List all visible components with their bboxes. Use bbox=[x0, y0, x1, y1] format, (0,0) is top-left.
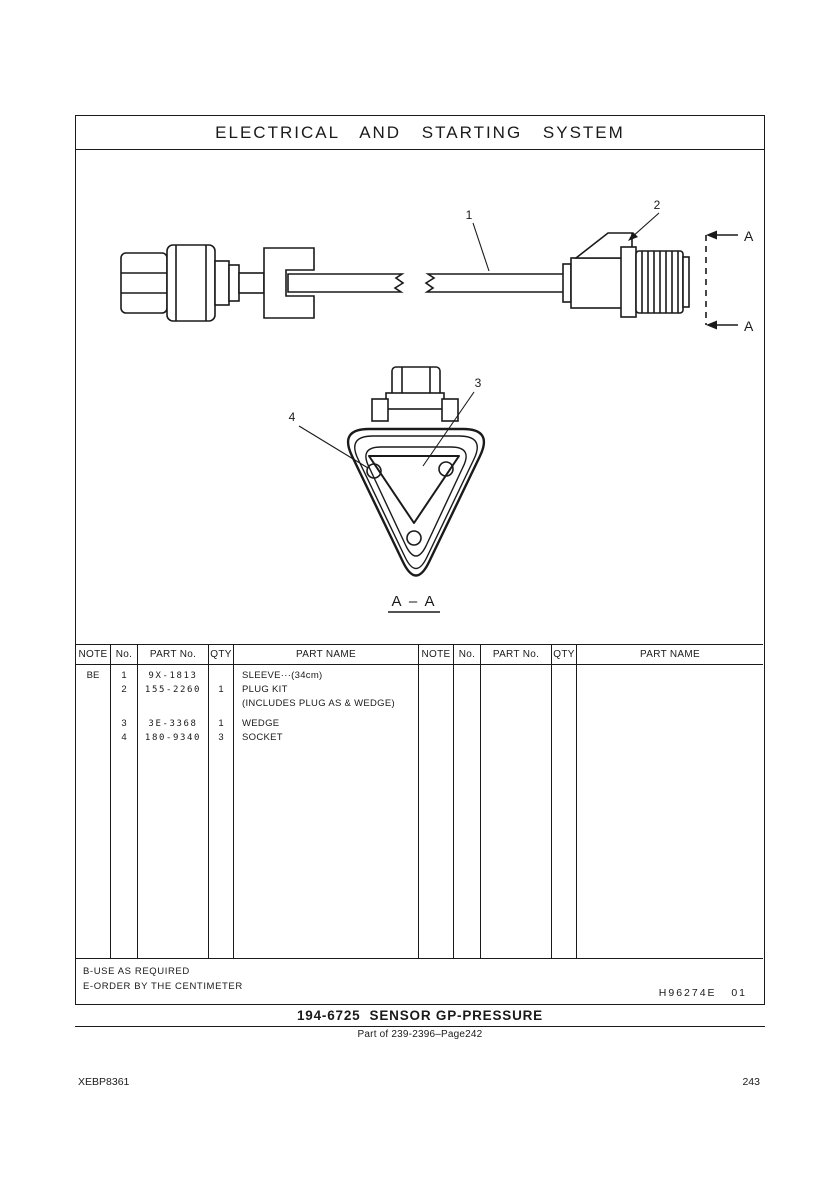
section-cut-marks: A A bbox=[705, 228, 754, 334]
header-part-right: PART No. bbox=[481, 645, 552, 664]
col-note-right bbox=[419, 665, 454, 958]
part-qty: 1 bbox=[218, 684, 224, 695]
part-number: 9X-1813 bbox=[148, 671, 198, 681]
header-no-right: No. bbox=[454, 645, 481, 664]
content-frame: ELECTRICAL AND STARTING SYSTEM bbox=[75, 115, 765, 1005]
part-group-subtitle: Part of 239-2396–Page242 bbox=[357, 1029, 483, 1040]
part-number: 180-9340 bbox=[144, 733, 202, 743]
table-body: BE 1 2 3 4 9X-1813 155-2260 bbox=[76, 665, 763, 959]
part-number bbox=[138, 697, 208, 711]
header-name-right: PART NAME bbox=[640, 649, 700, 660]
item-no: 1 bbox=[121, 670, 127, 681]
col-name-left: SLEEVE···(34cm) PLUG KIT (INCLUDES PLUG … bbox=[234, 665, 419, 958]
part-group-title: 194-6725 SENSOR GP-PRESSURE bbox=[297, 1008, 543, 1023]
item-no bbox=[111, 697, 137, 711]
section-view-label: A – A bbox=[388, 593, 440, 613]
col-qty-right bbox=[552, 665, 577, 958]
cable-assembly bbox=[120, 232, 690, 322]
part-qty bbox=[209, 669, 233, 683]
footnote-e: E-ORDER BY THE CENTIMETER bbox=[83, 981, 243, 992]
callouts-face: 3 4 bbox=[289, 376, 482, 469]
col-no-right bbox=[454, 665, 481, 958]
col-no-left: 1 2 3 4 bbox=[111, 665, 138, 958]
part-name: WEDGE bbox=[242, 718, 280, 729]
col-qty-left: 1 1 3 bbox=[209, 665, 234, 958]
callout-3-label: 3 bbox=[475, 376, 482, 390]
note-code: BE bbox=[86, 670, 100, 681]
col-note-left: BE bbox=[76, 665, 111, 958]
item-no: 3 bbox=[121, 718, 127, 729]
col-part-right bbox=[481, 665, 552, 958]
callout-4-label: 4 bbox=[289, 410, 296, 424]
callout-2-label: 2 bbox=[654, 198, 661, 212]
section-view-text: A – A bbox=[391, 593, 436, 610]
part-number: 3E-3368 bbox=[148, 719, 198, 729]
table-header-row: NOTE No. PART No. QTY PART NAME NOTE No.… bbox=[76, 644, 763, 665]
header-note-left: NOTE bbox=[76, 645, 111, 664]
item-no: 4 bbox=[121, 732, 127, 743]
part-name: PLUG KIT bbox=[242, 684, 288, 695]
part-name: SOCKET bbox=[242, 732, 283, 743]
footnote-b: B-USE AS REQUIRED bbox=[83, 966, 190, 977]
section-label-top: A bbox=[744, 228, 754, 244]
document-code: XEBP8361 bbox=[78, 1076, 130, 1088]
col-name-right bbox=[577, 665, 763, 958]
page-number: 243 bbox=[742, 1076, 760, 1088]
parts-table: NOTE No. PART No. QTY PART NAME NOTE No.… bbox=[76, 644, 763, 1004]
header-name-left: PART NAME bbox=[234, 645, 419, 664]
callout-1-label: 1 bbox=[466, 208, 473, 222]
header-qty-left: QTY bbox=[209, 645, 234, 664]
table-footnotes: B-USE AS REQUIRED E-ORDER BY THE CENTIME… bbox=[76, 959, 763, 1004]
sensor-drawing: A A 1 2 bbox=[120, 198, 754, 613]
doc-reference: H96274E 01 bbox=[658, 987, 747, 999]
part-qty bbox=[209, 697, 233, 711]
part-name: SLEEVE···(34cm) bbox=[242, 670, 323, 681]
part-qty: 1 bbox=[218, 718, 224, 729]
header-part-left: PART No. bbox=[138, 645, 209, 664]
header-no-left: No. bbox=[111, 645, 138, 664]
col-part-left: 9X-1813 155-2260 3E-3368 180-9340 bbox=[138, 665, 209, 958]
part-name: (INCLUDES PLUG AS & WEDGE) bbox=[242, 698, 395, 709]
section-label-bottom: A bbox=[744, 318, 754, 334]
header-qty-right: QTY bbox=[552, 645, 577, 664]
caption-divider bbox=[75, 1026, 765, 1027]
callouts-top: 1 2 bbox=[466, 198, 661, 272]
connector-face bbox=[346, 366, 486, 577]
part-qty: 3 bbox=[218, 732, 224, 743]
item-no: 2 bbox=[121, 684, 127, 695]
page-title: ELECTRICAL AND STARTING SYSTEM bbox=[76, 116, 764, 150]
header-note-right: NOTE bbox=[419, 645, 454, 664]
assembly-diagram: A A 1 2 bbox=[76, 149, 763, 644]
part-number: 155-2260 bbox=[144, 685, 202, 695]
